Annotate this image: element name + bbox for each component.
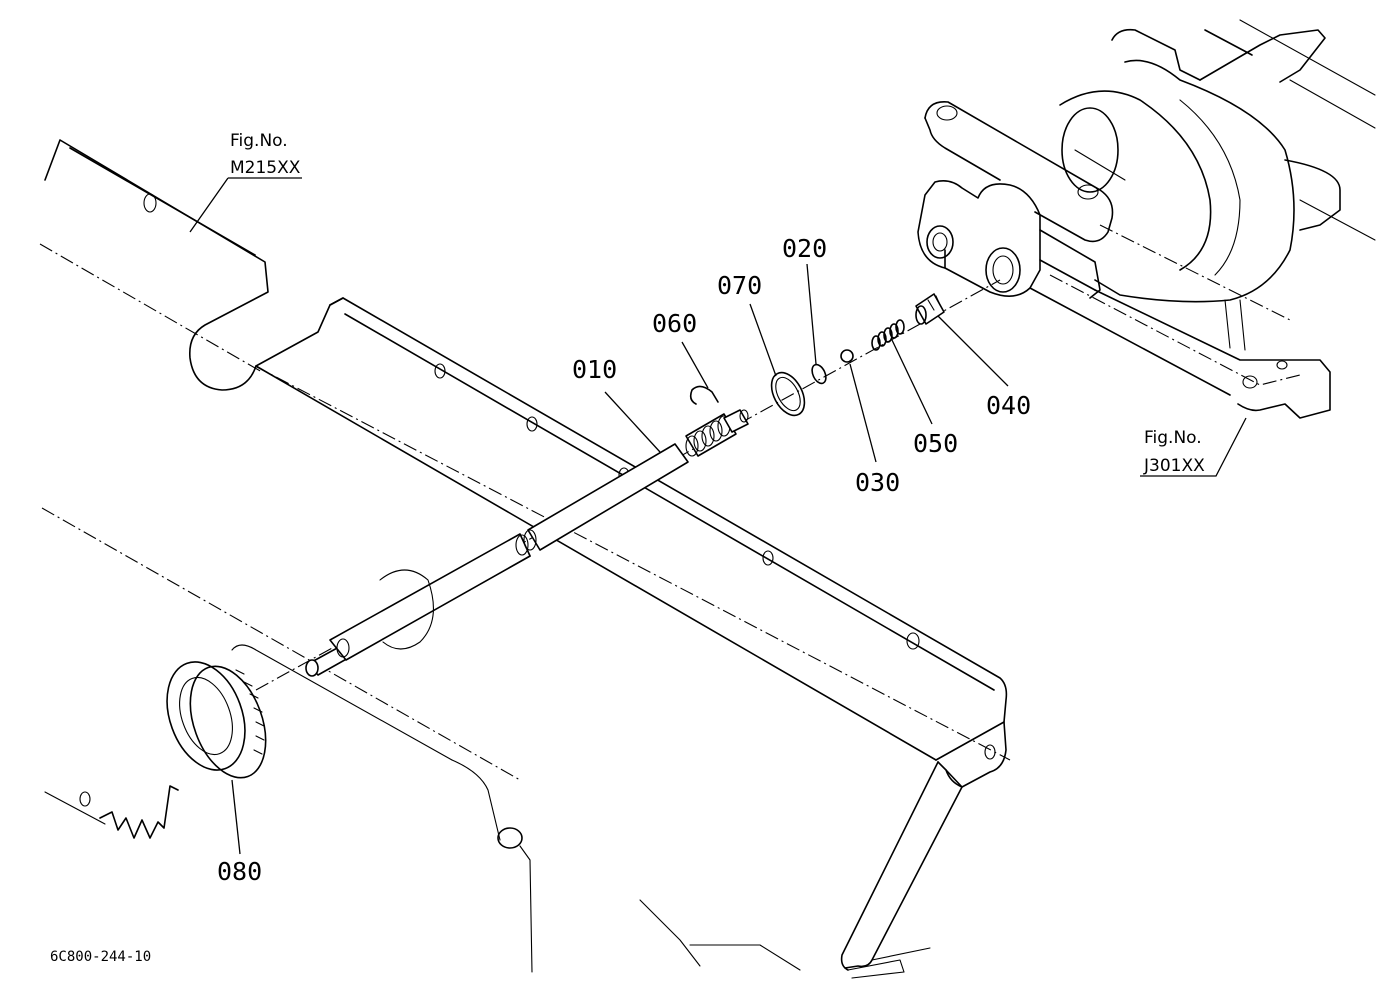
transmission-housing	[917, 19, 1376, 419]
label-080: 080	[217, 857, 262, 886]
label-010: 010	[572, 355, 617, 384]
part-040-plug	[915, 293, 945, 325]
fig-ref-j301-code: J301XX	[1143, 456, 1205, 476]
frame-channel	[255, 297, 1008, 979]
leader-010	[604, 391, 661, 453]
frame-plate-upper	[39, 139, 1011, 761]
part-030-ball	[840, 349, 854, 363]
fig-ref-m215: Fig.No. M215XX	[230, 131, 301, 178]
label-060: 060	[652, 309, 697, 338]
fig-ref-j301-prefix: Fig.No.	[1144, 428, 1202, 448]
leader-030	[849, 363, 877, 463]
frame-lower	[41, 507, 801, 973]
leader-fig-j301	[1140, 417, 1247, 477]
part-080-seal	[166, 661, 267, 779]
label-040: 040	[986, 391, 1031, 420]
leader-040	[937, 315, 1009, 387]
label-050: 050	[913, 429, 958, 458]
fig-ref-m215-code: M215XX	[230, 158, 301, 178]
label-020: 020	[782, 234, 827, 263]
leader-020	[806, 263, 817, 365]
fig-ref-j301: Fig.No. J301XX	[1143, 428, 1205, 476]
part-020-o-ring	[811, 363, 827, 385]
part-070-snap-ring	[770, 371, 806, 417]
leader-050	[891, 339, 933, 425]
part-050-spring	[871, 319, 905, 351]
callout-labels: 010 020 030 040 050 060 070 080	[217, 234, 1031, 886]
label-030: 030	[855, 468, 900, 497]
part-060-e-clip	[689, 385, 719, 405]
label-070: 070	[717, 271, 762, 300]
part-010-shaft	[305, 409, 749, 677]
assembly-centerline	[255, 279, 1001, 691]
leader-070	[749, 303, 777, 377]
leader-060	[681, 341, 709, 389]
leader-fig-m215	[189, 177, 302, 233]
leader-080	[231, 779, 241, 855]
fig-ref-m215-prefix: Fig.No.	[230, 131, 288, 151]
drawing-code: 6C800-244-10	[50, 949, 151, 965]
leader-lines	[189, 177, 1247, 855]
